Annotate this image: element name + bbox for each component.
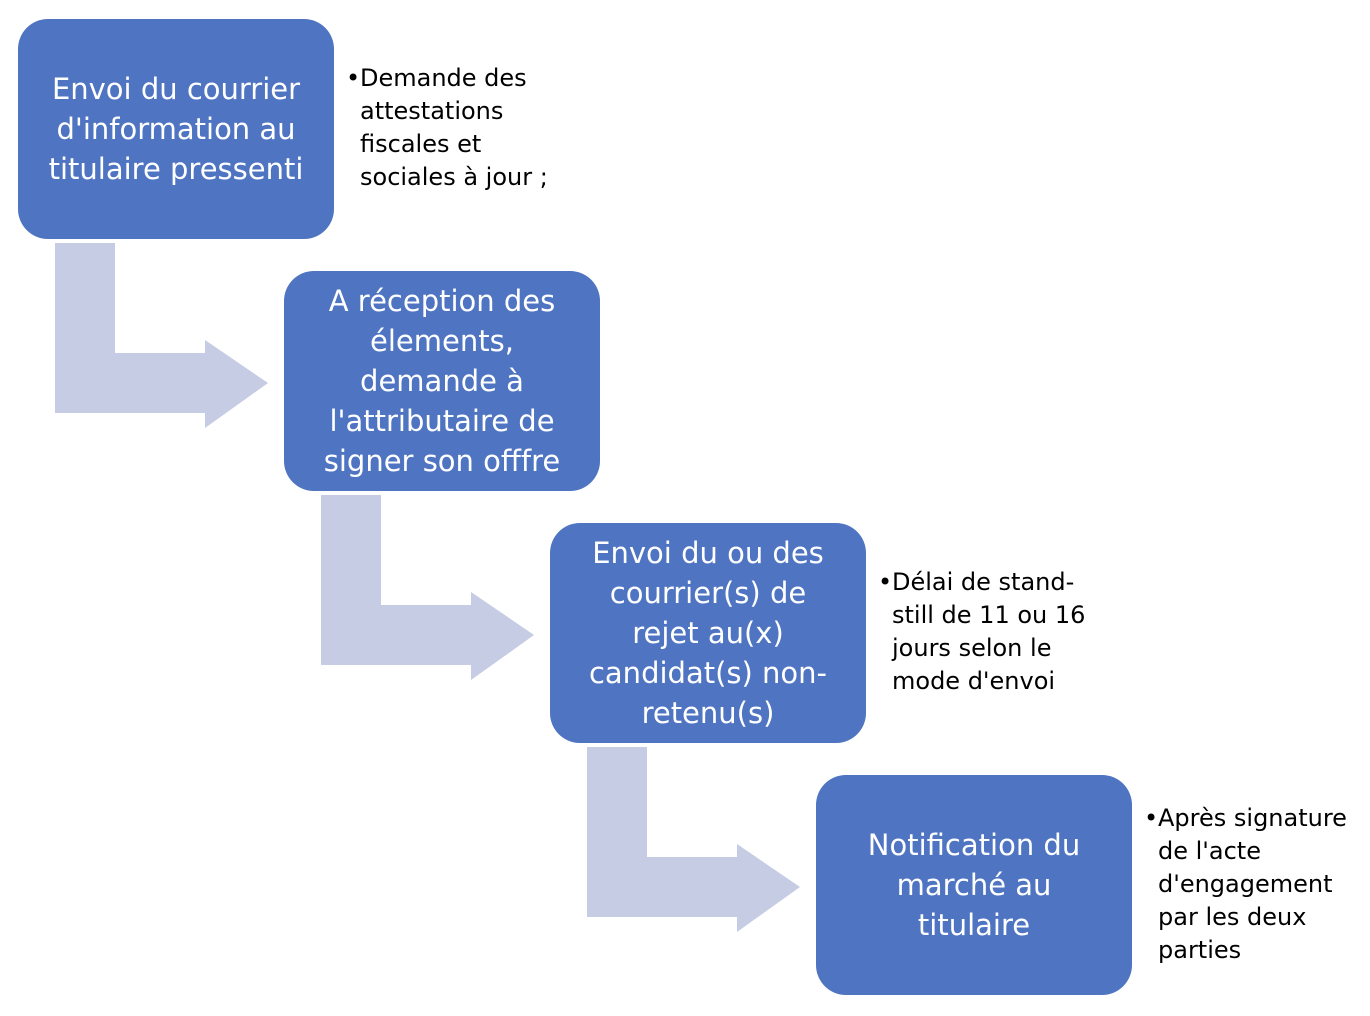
step-note-text-1: Demande des attestations fiscales et soc… [360,64,548,191]
step-title-2: A réception des élements, demande à l'at… [323,284,561,478]
step-note-text-4: Après signature de l'acte d'engagement p… [1158,804,1347,964]
step-title-4: Notification du marché au titulaire [867,828,1081,942]
step-note-text-3: Délai de stand- still de 11 ou 16 jours … [892,568,1086,695]
step-box-4: Notification du marché au titulaire [816,775,1132,995]
bullet-icon: • [1144,804,1159,832]
bullet-icon: • [346,64,361,92]
step-title-1: Envoi du courrier d'information au titul… [48,72,304,186]
step-note-1: • Demande des attestations fiscales et s… [346,62,548,194]
step-box-1: Envoi du courrier d'information au titul… [18,19,334,239]
connector-arrow-1 [55,243,268,428]
connector-arrow-2 [321,495,534,680]
step-note-4: • Après signature de l'acte d'engagement… [1144,802,1347,967]
step-box-2: A réception des élements, demande à l'at… [284,271,600,491]
bullet-icon: • [878,568,893,596]
step-title-3: Envoi du ou des courrier(s) de rejet au(… [588,536,828,730]
connector-arrow-3 [587,747,800,932]
step-note-3: • Délai de stand- still de 11 ou 16 jour… [878,566,1085,698]
step-box-3: Envoi du ou des courrier(s) de rejet au(… [550,523,866,743]
